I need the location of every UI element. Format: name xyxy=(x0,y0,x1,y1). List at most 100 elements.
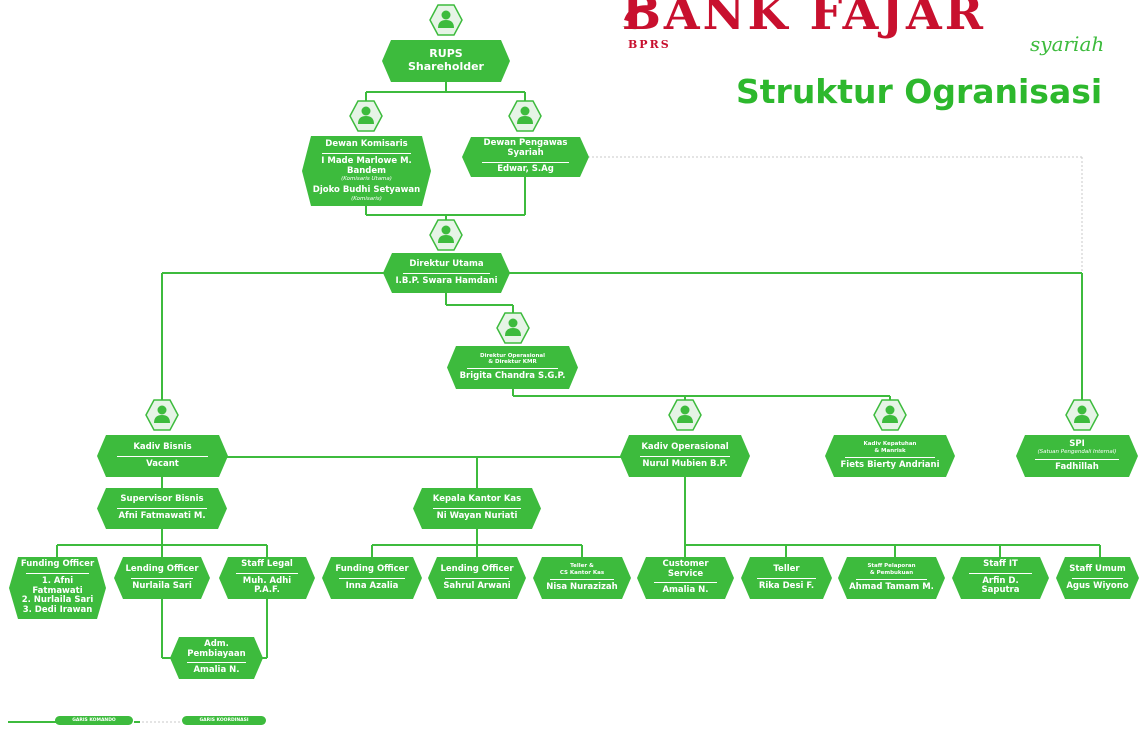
person-icon xyxy=(349,100,383,132)
node-dewan-komisaris: Dewan Komisaris I Made Marlowe M. Bandem… xyxy=(302,136,431,206)
node-kadiv-bisnis: Kadiv Bisnis Vacant xyxy=(97,435,228,477)
node-direktur-utama: Direktur Utama I.B.P. Swara Hamdani xyxy=(383,253,510,293)
node-role: (Komisaris) xyxy=(351,195,382,202)
node-spi: SPI (Satuan Pengendali Internal) Fadhill… xyxy=(1016,435,1138,477)
node-name: I.B.P. Swara Hamdani xyxy=(395,275,498,286)
divider xyxy=(236,573,298,574)
node-funding-officer-kas: Funding Officer Inna Azalia xyxy=(322,557,422,599)
node-supervisor-bisnis: Supervisor Bisnis Afni Fatmawati M. xyxy=(97,488,227,529)
node-title: Lending Officer xyxy=(125,563,199,574)
node-staff-umum: Staff Umum Agus Wiyono xyxy=(1056,557,1139,599)
node-name: I Made Marlowe M. Bandem xyxy=(321,155,412,176)
brand-tag: syariah xyxy=(1030,32,1105,56)
brand-logo-text: BANK FAJAR xyxy=(622,0,986,40)
divider xyxy=(322,153,411,154)
node-title: Staff Legal xyxy=(241,558,293,569)
divider xyxy=(117,508,207,509)
node-title: Direktur Operasional xyxy=(480,352,545,359)
node-title: & Manrisk xyxy=(874,447,906,454)
node-title: Funding Officer xyxy=(335,563,409,574)
node-name: Agus Wiyono xyxy=(1066,580,1129,591)
divider xyxy=(26,573,89,574)
node-funding-officer-bisnis: Funding Officer 1. Afni Fatmawati 2. Nur… xyxy=(9,557,106,619)
node-title: Kadiv Bisnis xyxy=(133,441,192,452)
node-name: Rika Desi F. xyxy=(758,580,815,591)
divider xyxy=(845,457,935,458)
brand-swoosh-icon xyxy=(622,5,656,30)
node-name: Afni Fatmawati M. xyxy=(118,511,206,521)
node-name: Nisa Nurazizah xyxy=(546,581,618,592)
person-icon xyxy=(873,399,907,431)
node-title: RUPS xyxy=(429,47,463,61)
divider xyxy=(1035,459,1119,460)
node-lending-officer-kas: Lending Officer Sahrul Arwani xyxy=(428,557,526,599)
node-role: (Komisaris Utama) xyxy=(341,176,392,183)
node-name: Fiets Bierty Andriani xyxy=(840,459,940,470)
node-name: 3. Dedi Irawan xyxy=(22,605,93,616)
node-name: Ni Wayan Nuriati xyxy=(436,511,518,521)
node-name: Edwar, S.Ag xyxy=(497,164,554,175)
person-icon xyxy=(429,4,463,36)
node-line2: Shareholder xyxy=(408,60,484,73)
node-title: & Pembukuan xyxy=(869,569,914,576)
node-name: Amalia N. xyxy=(193,665,240,676)
node-name: Amalia N. xyxy=(662,585,709,596)
node-kepala-kantor-kas: Kepala Kantor Kas Ni Wayan Nuriati xyxy=(413,488,541,529)
node-title: Kepala Kantor Kas xyxy=(432,494,522,505)
divider xyxy=(1072,578,1124,579)
node-title: & Direktur KMR xyxy=(488,359,537,366)
node-name: Muh. Adhi P.A.F. xyxy=(242,575,292,596)
node-staff-it: Staff IT Arfin D. Saputra xyxy=(952,557,1049,599)
divider xyxy=(856,579,927,580)
node-title: Staff IT xyxy=(983,558,1018,569)
node-name: Fadhillah xyxy=(1055,461,1099,472)
node-staff-pelaporan: Staff Pelaporan & Pembukuan Ahmad Tamam … xyxy=(838,557,945,599)
node-title: Kadiv Kepatuhan xyxy=(863,441,917,448)
divider xyxy=(445,578,509,579)
divider xyxy=(640,456,730,457)
brand-sub: BPRS xyxy=(628,38,671,51)
node-direktur-operasional: Direktur Operasional & Direktur KMR Brig… xyxy=(447,346,578,389)
node-kadiv-kepatuhan: Kadiv Kepatuhan & Manrisk Fiets Bierty A… xyxy=(825,435,955,477)
node-customer-service: Customer Service Amalia N. xyxy=(637,557,734,599)
person-icon xyxy=(1065,399,1099,431)
node-rups: RUPS Shareholder xyxy=(382,40,510,82)
person-icon xyxy=(145,399,179,431)
node-title: Teller xyxy=(773,563,800,574)
divider xyxy=(654,582,717,583)
divider xyxy=(550,579,614,580)
divider xyxy=(467,368,558,369)
divider xyxy=(969,573,1032,574)
node-title: Staff Umum xyxy=(1069,563,1126,574)
node-name: Nurul Mubien B.P. xyxy=(642,458,728,469)
page-title: Struktur Ogranisasi xyxy=(736,72,1103,111)
divider xyxy=(433,508,522,509)
divider xyxy=(482,162,570,163)
node-name: 2. Nurlaila Sari xyxy=(21,595,94,606)
legend-garis-koordinasi: GARIS KOORDINASI xyxy=(182,716,266,725)
node-title: Kadiv Operasional xyxy=(641,441,729,452)
node-name: Inna Azalia xyxy=(345,580,399,591)
node-name: Vacant xyxy=(146,458,179,469)
divider xyxy=(131,578,193,579)
person-icon xyxy=(496,312,530,344)
divider xyxy=(403,273,491,274)
divider xyxy=(339,578,405,579)
node-title: Lending Officer xyxy=(440,563,514,574)
node-name: 1. Afni Fatmawati xyxy=(32,575,83,596)
node-name: Arfin D. Saputra xyxy=(981,575,1020,596)
node-title: Funding Officer xyxy=(20,559,95,570)
node-teller-cs-kas: Teller & CS Kantor Kas Nisa Nurazizah xyxy=(533,557,631,599)
node-title: Dewan Komisaris xyxy=(325,139,408,150)
node-sub: (Satuan Pengendali Internal) xyxy=(1037,449,1117,456)
node-lending-officer-bisnis: Lending Officer Nurlaila Sari xyxy=(114,557,210,599)
node-adm-pembiayaan: Adm. Pembiayaan Amalia N. xyxy=(170,637,263,679)
person-icon xyxy=(429,219,463,251)
node-name: Sahrul Arwani xyxy=(443,580,511,591)
node-title: Customer Service xyxy=(662,558,709,579)
node-name: Nurlaila Sari xyxy=(132,580,192,591)
node-title: Staff Pelaporan xyxy=(867,563,916,570)
node-name: Brigita Chandra S.G.P. xyxy=(459,371,566,382)
node-title: CS Kantor Kas xyxy=(559,569,605,576)
